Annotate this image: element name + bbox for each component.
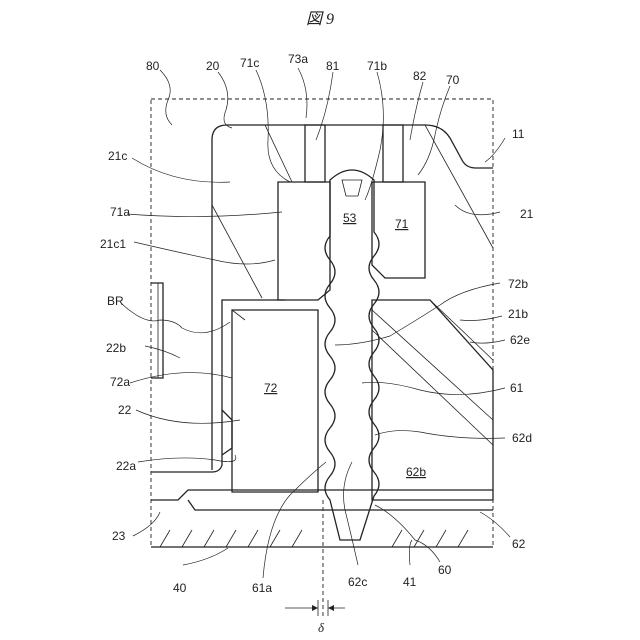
label-82: 82 [413, 69, 427, 83]
label-11: 11 [512, 127, 525, 141]
label-81: 81 [326, 59, 340, 73]
label-40: 40 [173, 581, 187, 595]
label-61a: 61a [252, 581, 272, 595]
label-71c: 71c [240, 56, 259, 70]
label-21c1: 21c1 [100, 237, 126, 251]
label-60: 60 [438, 563, 452, 577]
label-72b: 72b [508, 277, 528, 291]
part-62-section [372, 300, 493, 500]
label-72a: 72a [110, 375, 130, 389]
label-71a: 71a [110, 205, 130, 219]
label-80: 80 [146, 59, 160, 73]
part-22-foot [222, 410, 232, 455]
label-21b: 21b [508, 307, 528, 321]
label-22a: 22a [116, 459, 136, 473]
delta-arrowhead-left [312, 605, 318, 611]
plate-23 [151, 490, 493, 500]
part-71-section [278, 182, 330, 300]
label-23: 23 [112, 529, 126, 543]
label-21: 21 [520, 207, 534, 221]
label-62c: 62c [348, 575, 367, 589]
label-delta: δ [318, 620, 325, 635]
part-62-line-a [372, 310, 493, 420]
housing-inner-line-2 [212, 205, 262, 298]
label-71b: 71b [367, 59, 387, 73]
collar-82 [383, 125, 403, 182]
base-40-hatch [160, 530, 468, 547]
delta-arrowhead-right [328, 605, 334, 611]
figure-title: 図 9 [306, 11, 334, 28]
label-71: 71 [395, 217, 409, 231]
shaft-61-53-section [325, 170, 379, 540]
label-61: 61 [510, 381, 524, 395]
label-62b: 62b [406, 465, 426, 479]
label-72: 72 [264, 381, 278, 395]
label-21c: 21c [108, 149, 127, 163]
label-41: 41 [403, 575, 417, 589]
label-62d: 62d [512, 431, 532, 445]
collar-81 [305, 125, 325, 182]
housing-slope-line [425, 125, 493, 248]
plate-23-lip [188, 500, 493, 510]
label-BR: BR [107, 294, 124, 308]
part-62-line-b [372, 330, 493, 445]
leader-lines [122, 68, 510, 578]
label-20: 20 [206, 59, 220, 73]
bore-53 [342, 180, 362, 196]
region-80-outline [151, 99, 493, 547]
label-62: 62 [512, 537, 526, 551]
bracket-br [151, 283, 163, 378]
label-22: 22 [118, 403, 132, 417]
label-22b: 22b [106, 341, 126, 355]
housing-21-contour [212, 125, 493, 470]
label-70: 70 [446, 73, 460, 87]
part-72-section [232, 310, 318, 492]
label-62e: 62e [510, 333, 530, 347]
part-21b-edge [430, 300, 493, 360]
label-73a: 73a [288, 52, 308, 66]
label-53: 53 [343, 211, 357, 225]
part-72-chamfer [232, 310, 245, 320]
